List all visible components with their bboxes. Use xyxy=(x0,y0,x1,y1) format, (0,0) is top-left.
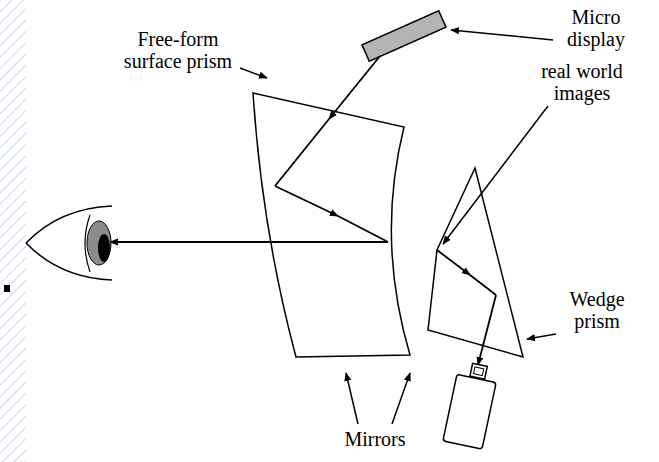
slide-bullet xyxy=(4,285,10,292)
light-ray xyxy=(110,56,496,365)
leader-line xyxy=(240,30,556,424)
background-strip xyxy=(0,0,26,462)
prism-label: Free-form surface prism xyxy=(112,28,244,72)
wedge-prism xyxy=(428,168,523,357)
free-form-prism xyxy=(253,93,410,357)
world-label: real world images xyxy=(527,60,637,104)
mirrors-label: Mirrors xyxy=(330,428,420,450)
eye xyxy=(26,206,112,280)
wedge-label: Wedge prism xyxy=(558,288,636,332)
display-label: Micro display xyxy=(555,6,637,50)
micro-display xyxy=(362,11,446,62)
camera xyxy=(443,361,499,450)
